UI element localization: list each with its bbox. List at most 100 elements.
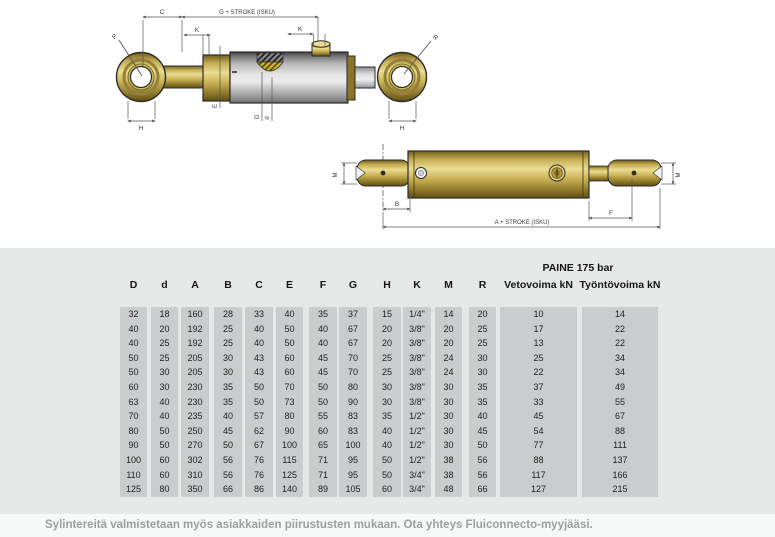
table-cell: 88 [533, 455, 544, 466]
table-cell: 110 [126, 469, 141, 480]
port-plug [548, 164, 566, 182]
table-cell: 35 [222, 382, 233, 393]
table-cell: 76 [253, 455, 264, 466]
table-cell: 63 [128, 396, 139, 407]
table-cell: 71 [317, 455, 328, 466]
table-cell: 60 [284, 352, 295, 363]
table-cell: 60 [128, 382, 139, 393]
table-cell: 100 [281, 440, 298, 451]
table-cell: 86 [253, 484, 264, 495]
table-cell: 80 [128, 425, 139, 436]
right-eye-ring [376, 51, 428, 103]
table-cell: 50 [253, 396, 264, 407]
table-cell: 70 [128, 411, 139, 422]
table-cell: 55 [614, 396, 625, 407]
side-view-dimension-lines [118, 15, 432, 123]
table-cell: 1/2" [409, 440, 425, 451]
dim-label-m-left: M [333, 173, 339, 178]
side-view-drawing: C G + STROKE (ISKU) K K P R E D d H H [111, 9, 439, 132]
table-cell: 40 [477, 411, 488, 422]
column-header-G: G [348, 279, 358, 291]
table-cell: 22 [614, 323, 625, 334]
table-cell: 25 [381, 352, 392, 363]
table-cell: 125 [281, 469, 298, 480]
rear-cap [346, 55, 356, 101]
table-cell: 60 [381, 484, 392, 495]
dim-label-m-right: M [676, 173, 682, 178]
top-view-barrel [407, 150, 590, 199]
technical-drawings: C G + STROKE (ISKU) K K P R E D d H H [0, 0, 775, 248]
table-cell: 3/8" [409, 396, 425, 407]
table-cell: 30 [443, 425, 454, 436]
table-cell: 60 [159, 469, 170, 480]
table-cell: 80 [347, 382, 358, 393]
table-cell: 67 [347, 323, 358, 334]
table-cell: 50 [317, 396, 328, 407]
table-cell: 56 [477, 455, 488, 466]
table-cell: 192 [187, 323, 203, 334]
table-cell: 100 [125, 455, 142, 466]
table-cell: 40 [159, 396, 170, 407]
column-header-R: R [478, 279, 487, 291]
table-cell: 166 [612, 469, 628, 480]
table-cell: 66 [477, 484, 488, 495]
table-cell: 1/4" [409, 309, 425, 319]
table-cell: 34 [614, 367, 625, 378]
dim-label-f: F [609, 210, 613, 217]
table-cell: 105 [345, 484, 361, 495]
table-cell: 89 [317, 484, 328, 495]
table-cell: 302 [187, 455, 203, 466]
rod-neck [161, 65, 207, 89]
table-cell: 62 [253, 425, 264, 436]
table-cell: 35 [222, 396, 233, 407]
table-cell: 250 [187, 425, 203, 436]
table-cell: 13 [533, 338, 544, 349]
table-cell: 25 [222, 323, 233, 334]
dim-label-r: R [431, 34, 439, 43]
table-cell: 67 [614, 411, 625, 422]
table-cell: 230 [187, 382, 203, 393]
table-cell: 32 [128, 309, 139, 319]
table-cell: 20 [443, 338, 454, 349]
table-cell: 40 [159, 411, 170, 422]
table-cell: 30 [477, 367, 488, 378]
table-cell: 48 [443, 484, 454, 495]
table-cell: 37 [533, 382, 544, 393]
table-cell: 88 [614, 425, 625, 436]
table-cell: 30 [477, 352, 488, 363]
left-clevis-fork [355, 159, 411, 187]
column-header-d: d [161, 279, 168, 291]
column-header-C: C [255, 279, 263, 291]
dim-label-a-stroke: A + STROKE (ISKU) [495, 220, 550, 226]
table-cell: 22 [614, 338, 625, 349]
table-cell: 14 [614, 309, 625, 319]
table-cell: 70 [284, 382, 295, 393]
table-cell: 1/2" [409, 411, 425, 422]
table-cell: 60 [284, 367, 295, 378]
table-cell: 50 [284, 323, 295, 334]
cylinder-drawings-svg: C G + STROKE (ISKU) K K P R E D d H H [111, 9, 682, 229]
table-cell: 50 [222, 440, 233, 451]
table-cell: 30 [222, 352, 233, 363]
table-cell: 45 [533, 411, 544, 422]
table-cell: 30 [381, 382, 392, 393]
table-cell: 3/8" [409, 323, 425, 334]
table-cell: 66 [222, 484, 233, 495]
table-cell: 35 [477, 396, 488, 407]
dim-label-p: P [111, 33, 119, 41]
table-cell: 28 [222, 309, 233, 319]
table-cell: 30 [222, 367, 233, 378]
section-hatch-steel [256, 52, 284, 63]
table-cell: 50 [317, 382, 328, 393]
pressure-header: PAINE 175 bar [542, 262, 614, 274]
table-cell: 70 [347, 367, 358, 378]
table-cell: 3/8" [409, 352, 425, 363]
top-view-rod [588, 165, 610, 182]
table-cell: 17 [533, 323, 544, 334]
table-cell: 83 [347, 411, 358, 422]
